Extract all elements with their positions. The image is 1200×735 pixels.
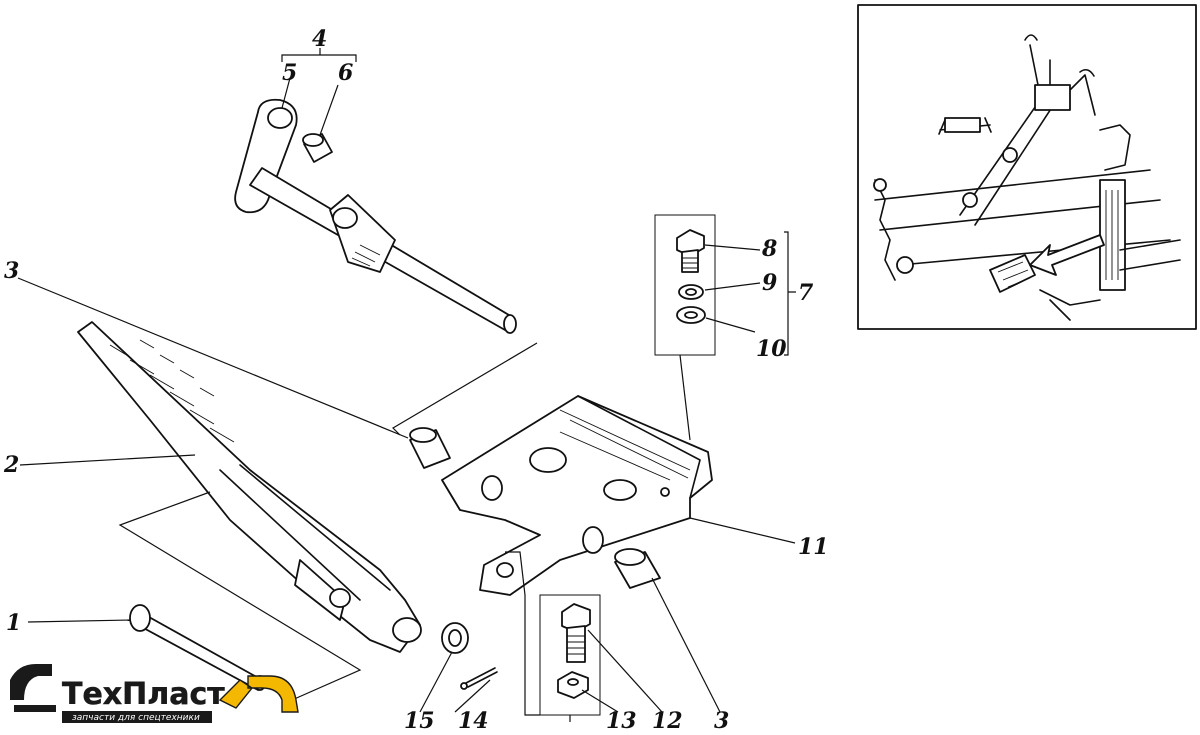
part-cotter-pin-14: [460, 667, 498, 690]
part-pedal-2: [77, 321, 422, 653]
callout-8: 8: [761, 236, 777, 262]
callout-6: 6: [338, 60, 353, 86]
callout-4: 4: [312, 26, 327, 52]
part-bushing-3-lower: [614, 548, 661, 589]
callout-labels: 1 2 3 3 4 5 6 7 8 9 10 11 12 13 14 15: [3, 26, 829, 734]
part-bushing-6: [302, 133, 333, 163]
part-bolt-set-lower: [539, 594, 601, 716]
part-lever-shaft: [234, 98, 517, 334]
leader-lines: [17, 48, 796, 722]
callout-13: 13: [606, 708, 637, 734]
callout-1: 1: [6, 610, 21, 636]
excavator-left-icon: [10, 664, 56, 712]
callout-11: 11: [798, 534, 829, 560]
callout-10: 10: [756, 336, 787, 362]
callout-2: 2: [3, 452, 19, 478]
inset-assembly-view: [857, 4, 1197, 330]
callout-5: 5: [282, 60, 297, 86]
brand-logo: ТехПласт запчасти для спецтехники: [10, 664, 299, 723]
callout-7: 7: [798, 280, 814, 306]
callout-14: 14: [458, 708, 489, 734]
callout-3-upper: 3: [4, 258, 19, 284]
part-washer-15: [441, 622, 469, 654]
logo-tagline: запчасти для спецтехники: [72, 713, 200, 723]
callout-15: 15: [404, 708, 435, 734]
excavator-right-icon: [218, 675, 299, 713]
part-bushing-3-upper: [409, 427, 451, 469]
callout-3-lower: 3: [714, 708, 729, 734]
callout-9: 9: [762, 270, 777, 296]
logo-wordmark: ТехПласт: [62, 677, 225, 712]
part-bolt-set-7: [654, 214, 716, 356]
callout-12: 12: [652, 708, 683, 734]
part-bracket-11: [441, 395, 713, 596]
